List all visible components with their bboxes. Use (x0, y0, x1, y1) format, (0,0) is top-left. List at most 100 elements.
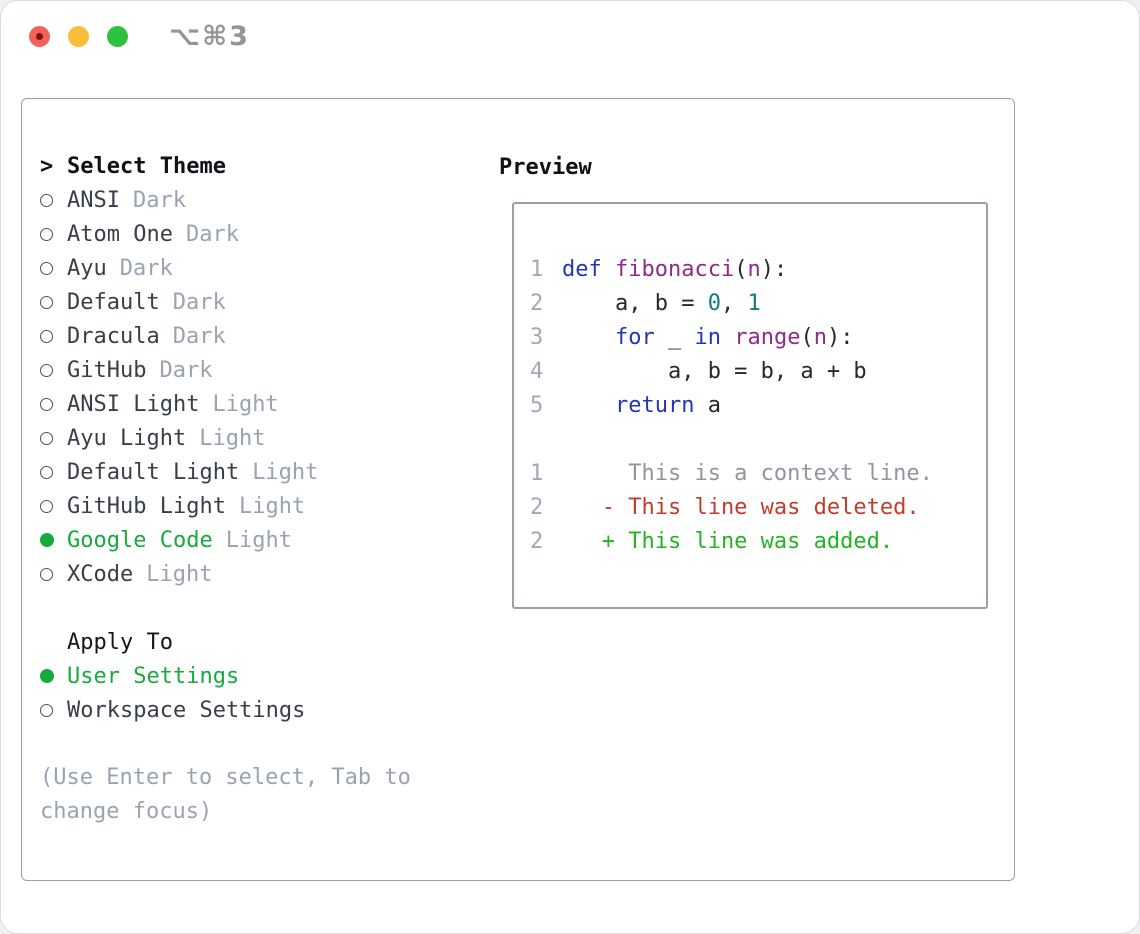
line-number: 1 (530, 257, 544, 282)
code-token: This is a context line. (562, 461, 933, 486)
minimize-button[interactable] (68, 26, 89, 47)
radio-selected-icon (40, 533, 67, 547)
code-token (562, 325, 615, 350)
theme-name: GitHub (67, 357, 147, 383)
radio-icon (40, 227, 67, 241)
line-number: 5 (530, 393, 544, 418)
line-number: 1 (530, 461, 544, 486)
select-theme-header-row: > Select Theme (40, 149, 448, 183)
code-token (562, 393, 615, 418)
code-token: ( (734, 257, 748, 282)
help-text: (Use Enter to select, Tab to change focu… (40, 765, 411, 824)
theme-variant-label: Light (199, 425, 266, 451)
code-token: n (813, 325, 827, 350)
code-line: 2 - This line was deleted. (530, 491, 933, 525)
code-token: in (694, 325, 721, 350)
apply-to-header-row: Apply To (40, 625, 448, 659)
theme-name: ANSI (67, 187, 120, 213)
select-theme-title: Select Theme (67, 153, 226, 179)
radio-selected-icon (40, 669, 67, 683)
line-number: 3 (530, 325, 544, 350)
theme-name: Dracula (67, 323, 160, 349)
theme-option[interactable]: GitHub Light Light (40, 489, 448, 523)
theme-option[interactable]: Default Light Light (40, 455, 448, 489)
radio-icon (40, 295, 67, 309)
code-token: , (720, 291, 748, 316)
theme-option[interactable]: Default Dark (40, 285, 448, 319)
theme-option[interactable]: Google Code Light (40, 523, 448, 557)
theme-variant-label: Light (225, 527, 292, 553)
code-token: + This line was added. (562, 529, 894, 554)
theme-name: XCode (67, 561, 134, 587)
theme-name: GitHub Light (67, 493, 226, 519)
theme-name: Google Code (67, 527, 213, 553)
theme-name: Ayu (67, 255, 107, 281)
apply-to-option[interactable]: User Settings (40, 659, 448, 693)
code-token: a, b = (562, 291, 708, 316)
code-token: ): (826, 325, 854, 350)
code-line: 3 for _ in range(n): (530, 321, 933, 355)
theme-name: Default (67, 289, 160, 315)
theme-option[interactable]: Ayu Light Light (40, 421, 448, 455)
theme-name: Ayu Light (67, 425, 187, 451)
theme-variant-label: Light (238, 493, 306, 519)
theme-variant-label: Dark (119, 255, 173, 281)
theme-variant-label: Dark (172, 289, 226, 315)
theme-option[interactable]: Dracula Dark (40, 319, 448, 353)
radio-icon (40, 703, 67, 717)
apply-to-option[interactable]: Workspace Settings (40, 693, 448, 727)
code-line: 4 a, b = b, a + b (530, 355, 933, 389)
titlebar (29, 26, 128, 47)
radio-icon (40, 329, 67, 343)
code-line: 5 return a (530, 389, 933, 423)
code-token: a, b = b, a + b (562, 359, 867, 384)
code-line: 1 This is a context line. (530, 457, 933, 491)
code-token: range (734, 325, 801, 350)
theme-variant-label: Dark (132, 187, 186, 213)
code-token (721, 325, 734, 350)
code-token: ( (800, 325, 814, 350)
code-token: for (614, 325, 655, 350)
code-line: 2 + This line was added. (530, 525, 933, 559)
theme-variant-label: Dark (185, 221, 239, 247)
code-line: 2 a, b = 0, 1 (530, 287, 933, 321)
theme-variant-label: Light (212, 391, 279, 417)
radio-icon (40, 465, 67, 479)
code-token: def (562, 257, 602, 282)
theme-option[interactable]: GitHub Dark (40, 353, 448, 387)
line-number: 2 (530, 495, 544, 520)
close-button[interactable] (29, 26, 50, 47)
zoom-button[interactable] (107, 26, 128, 47)
code-line (530, 423, 933, 457)
radio-icon (40, 397, 67, 411)
line-number: 4 (530, 359, 544, 384)
theme-name: Default Light (67, 459, 240, 485)
radio-icon (40, 193, 67, 207)
cursor-indicator: > (40, 153, 54, 179)
code-token: fibonacci (615, 257, 735, 282)
theme-variant-label: Light (252, 459, 319, 485)
theme-option[interactable]: ANSI Light Light (40, 387, 448, 421)
apply-to-title: Apply To (67, 629, 173, 655)
theme-option[interactable]: ANSI Dark (40, 183, 448, 217)
line-number: 2 (530, 529, 544, 554)
theme-variant-label: Dark (159, 357, 213, 383)
theme-name: ANSI Light (67, 391, 200, 417)
apply-option-label: User Settings (67, 663, 240, 689)
radio-icon (40, 567, 67, 581)
theme-option[interactable]: Ayu Dark (40, 251, 448, 285)
line-number: 2 (530, 291, 544, 316)
radio-icon (40, 431, 67, 445)
theme-variant-label: Dark (172, 323, 226, 349)
